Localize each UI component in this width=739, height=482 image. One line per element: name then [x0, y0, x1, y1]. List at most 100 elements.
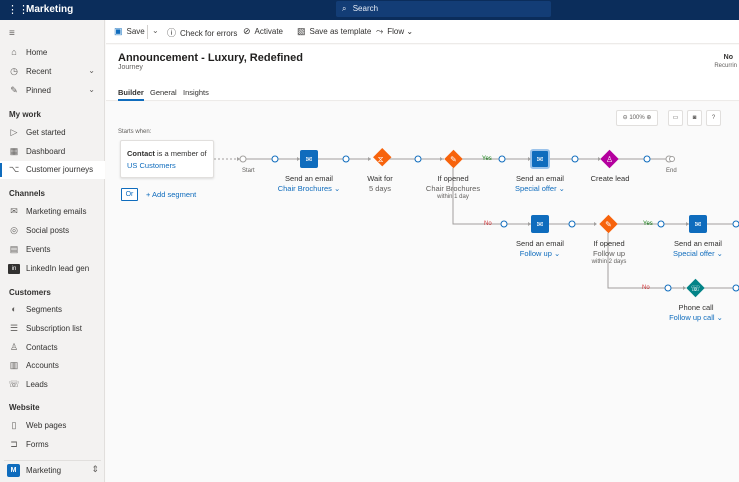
- linkedin-icon: in: [8, 264, 20, 274]
- tab-insights[interactable]: Insights: [183, 88, 209, 97]
- journey-canvas[interactable]: ⊖ 100% ⊕ ▭ ◙ ? Starts when: Contact is a…: [106, 102, 739, 482]
- section-channels: Channels: [9, 189, 46, 198]
- node-title: Create lead: [590, 174, 630, 183]
- save-as-template-button[interactable]: ▧Save as template: [297, 26, 371, 39]
- area-switcher[interactable]: M Marketing ⇕: [4, 460, 101, 480]
- trigger-segment-link[interactable]: US Customers: [127, 161, 176, 170]
- activate-button[interactable]: ⊘Activate: [243, 26, 283, 39]
- sidebar-item-customer-journeys[interactable]: ⌥ Customer journeys: [0, 161, 105, 179]
- calendar-icon: ▤: [9, 244, 19, 254]
- sidebar-item-web-pages[interactable]: ▯ Web pages: [0, 417, 105, 435]
- sidebar-item-home[interactable]: ⌂ Home: [0, 44, 105, 62]
- section-website: Website: [9, 403, 40, 412]
- yes-label: Yes: [643, 221, 653, 227]
- sidebar-item-events[interactable]: ▤ Events: [0, 241, 105, 259]
- svg-text:♙: ♙: [606, 155, 613, 164]
- email-node-1: [300, 150, 318, 168]
- sidebar-item-label: Dashboard: [26, 147, 66, 156]
- pin-icon: ✎: [10, 85, 18, 95]
- sidebar-item-social-posts[interactable]: ◎ Social posts: [0, 222, 105, 240]
- section-customers: Customers: [9, 288, 51, 297]
- trigger-condition: Contact is a member of: [127, 149, 207, 158]
- play-icon: ▷: [10, 127, 18, 137]
- check-errors-label: Check for errors: [180, 29, 238, 38]
- zoom-controls: ⊖ 100% ⊕ ▭ ◙ ?: [616, 110, 728, 126]
- phone-call-selector[interactable]: Follow up call ⌄: [669, 313, 723, 322]
- help-icon[interactable]: ?: [706, 110, 721, 126]
- activate-label: Activate: [254, 27, 284, 36]
- tab-builder[interactable]: Builder: [118, 88, 144, 101]
- sidebar-item-label: Customer journeys: [26, 165, 94, 174]
- email-selector[interactable]: Special offer ⌄: [673, 249, 723, 258]
- sidebar-item-linkedin-lead-gen[interactable]: in LinkedIn lead gen: [0, 260, 105, 278]
- sidebar-item-label: Get started: [26, 128, 66, 137]
- sidebar-item-label: Social posts: [26, 226, 70, 235]
- if-opened-node-2: [599, 214, 618, 234]
- screenshot-icon[interactable]: ◙: [687, 110, 702, 126]
- dashboard-icon: ▦: [9, 146, 19, 156]
- sidebar-item-segments[interactable]: ◐ Segments: [0, 301, 105, 319]
- sidebar-item-subscription-list[interactable]: ☰ Subscription list: [0, 320, 105, 338]
- search-box[interactable]: ⌕ Search: [336, 1, 551, 17]
- email-selector[interactable]: Follow up ⌄: [519, 249, 561, 258]
- create-lead-node: [600, 149, 619, 169]
- condition-window: within 2 days: [591, 259, 627, 265]
- trigger-card[interactable]: Contact is a member of US Customers: [120, 140, 214, 178]
- add-segment-link[interactable]: + Add segment: [146, 190, 197, 199]
- leads-icon: ☏: [8, 379, 20, 389]
- sidebar-item-label: Pinned: [26, 86, 51, 95]
- sidebar-item-label: Contacts: [26, 343, 58, 352]
- clock-icon: ◷: [10, 66, 18, 76]
- header-field-label: Recurrin: [714, 63, 737, 69]
- sidebar: ≡ ⌂ Home ◷ Recent ⌄ ✎ Pinned ⌄ My work ▷…: [0, 20, 105, 482]
- chevron-down-icon[interactable]: ⌄: [88, 85, 95, 94]
- email-node-4: [689, 215, 707, 233]
- sidebar-item-contacts[interactable]: ♙ Contacts: [0, 339, 105, 357]
- page-subtitle: Journey: [118, 64, 143, 71]
- section-my-work: My work: [9, 110, 42, 119]
- email-node-3: [531, 215, 549, 233]
- chevron-down-icon[interactable]: ⌄: [88, 66, 95, 75]
- flow-button[interactable]: ⤳Flow ⌄: [376, 26, 413, 39]
- area-badge: M: [7, 464, 20, 477]
- sidebar-item-dashboard[interactable]: ▦ Dashboard: [0, 143, 105, 161]
- chevron-updown-icon: ⇕: [91, 464, 99, 474]
- or-button[interactable]: Or: [121, 188, 138, 201]
- sidebar-item-forms[interactable]: ⊐ Forms: [0, 436, 105, 454]
- app-launcher-icon[interactable]: ⋮⋮: [7, 4, 29, 16]
- sidebar-item-label: Web pages: [26, 421, 67, 430]
- sidebar-item-label: Leads: [26, 380, 48, 389]
- save-options-chevron-icon[interactable]: ⌄: [152, 26, 159, 35]
- save-button[interactable]: ▣Save: [114, 26, 145, 39]
- list-icon: ☰: [9, 323, 19, 333]
- sidebar-item-accounts[interactable]: ▥ Accounts: [0, 357, 105, 375]
- area-label: Marketing: [26, 466, 62, 475]
- zoom-in-icon[interactable]: ⊕: [646, 115, 652, 121]
- svg-text:✉: ✉: [306, 155, 313, 164]
- hamburger-icon[interactable]: ≡: [9, 28, 15, 39]
- sidebar-item-label: Home: [26, 48, 48, 57]
- page-title: Announcement - Luxury, Redefined: [118, 52, 303, 64]
- sidebar-item-get-started[interactable]: ▷ Get started: [0, 124, 105, 142]
- sidebar-item-pinned[interactable]: ✎ Pinned ⌄: [0, 82, 105, 100]
- check-circle-icon: ⊘: [243, 26, 251, 36]
- node-title: Wait for: [367, 174, 393, 183]
- email-selector[interactable]: Chair Brochures ⌄: [277, 184, 341, 193]
- yes-label: Yes: [482, 156, 492, 162]
- end-label: End: [666, 168, 677, 174]
- header-field-value: No: [723, 54, 733, 61]
- sidebar-item-leads[interactable]: ☏ Leads: [0, 376, 105, 394]
- page-icon: ▯: [11, 420, 17, 430]
- zoom-out-icon[interactable]: ⊖: [622, 115, 628, 121]
- sidebar-item-marketing-emails[interactable]: ✉ Marketing emails: [0, 203, 105, 221]
- journey-connectors: ✉ ⧖ ✎ ✉ ♙ ✉ ✎ ✉ ☏: [214, 148, 739, 298]
- tab-general[interactable]: General: [150, 88, 177, 97]
- svg-text:✉: ✉: [537, 155, 544, 164]
- sidebar-item-recent[interactable]: ◷ Recent ⌄: [0, 63, 105, 81]
- zoom-level-box: ⊖ 100% ⊕: [616, 110, 658, 126]
- fit-screen-icon[interactable]: ▭: [668, 110, 683, 126]
- home-icon: ⌂: [11, 47, 17, 57]
- email-selector[interactable]: Special offer ⌄: [515, 184, 565, 193]
- form-icon: ⊐: [10, 439, 18, 449]
